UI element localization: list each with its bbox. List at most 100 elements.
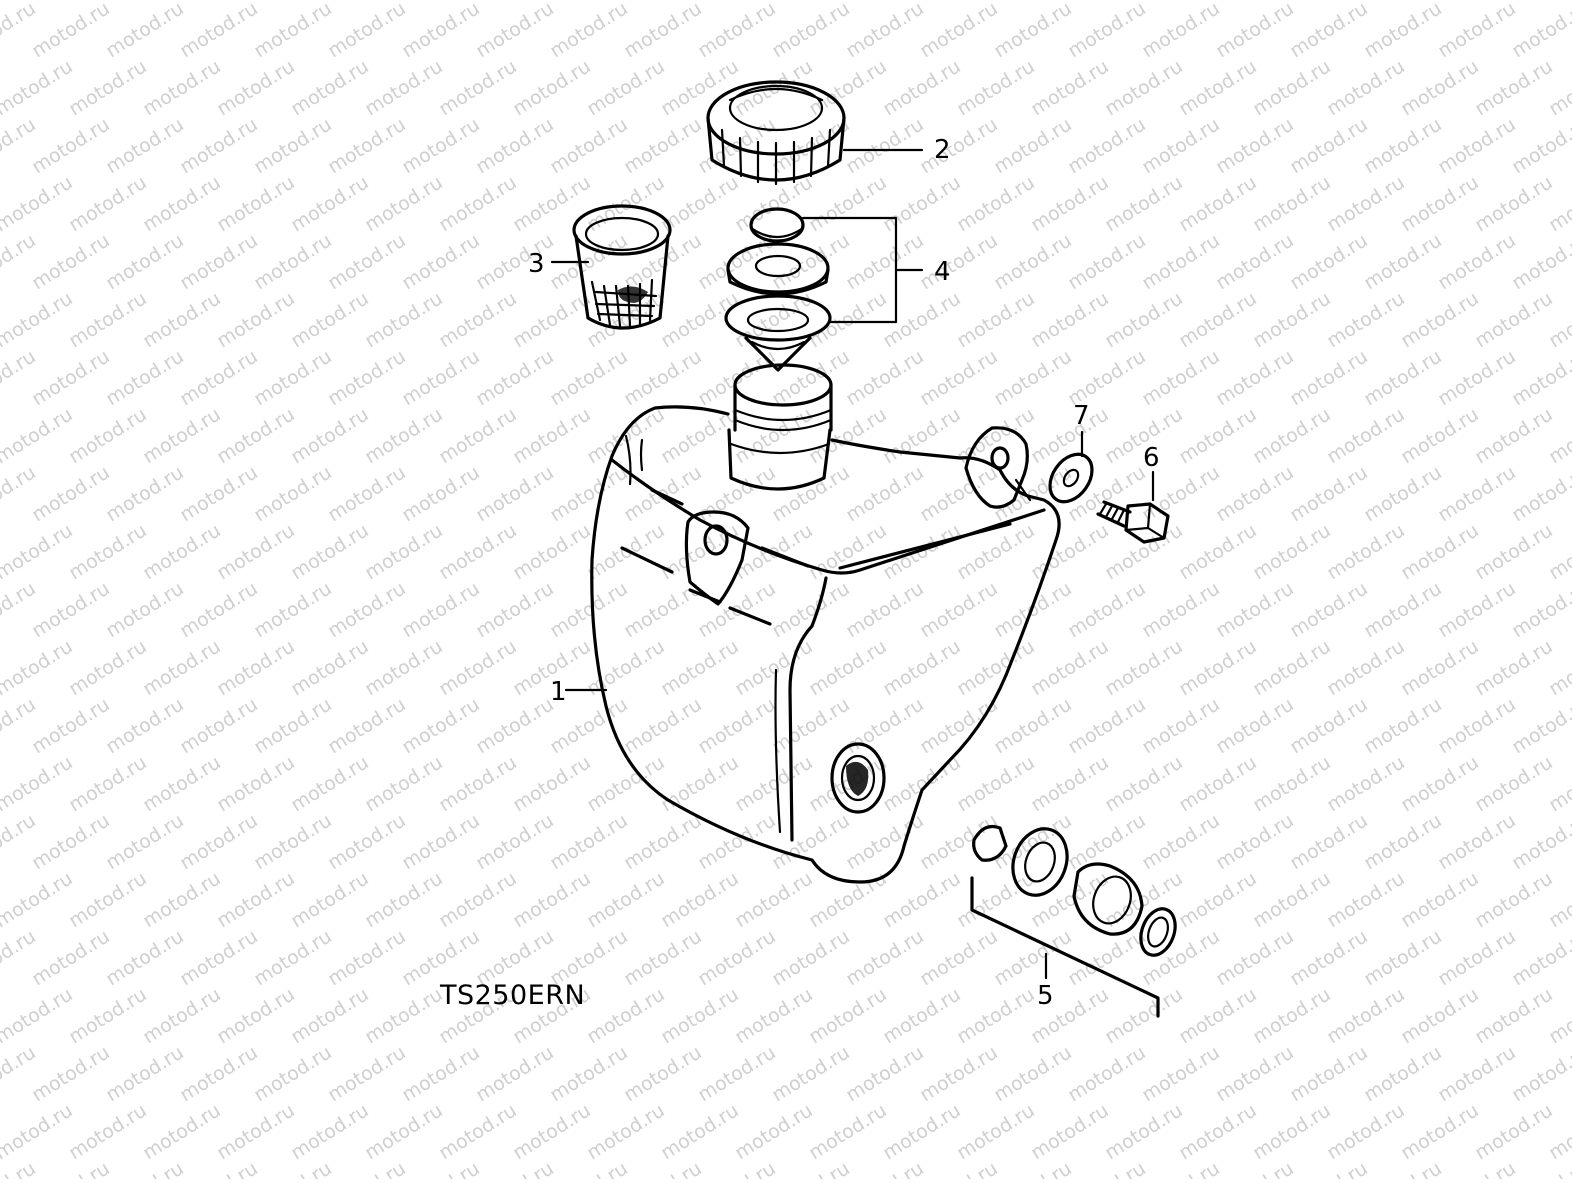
watermark-text: motod.ru	[1101, 635, 1187, 700]
watermark-text: motod.ru	[1508, 345, 1572, 410]
watermark-text: motod.ru	[990, 461, 1076, 526]
watermark-text: motod.ru	[953, 1099, 1039, 1164]
watermark-text: motod.ru	[65, 635, 151, 700]
watermark-text: motod.ru	[213, 55, 299, 120]
watermark-text: motod.ru	[176, 461, 262, 526]
watermark-text: motod.ru	[324, 693, 410, 758]
watermark-text: motod.ru	[28, 461, 114, 526]
watermark-text: motod.ru	[472, 0, 558, 62]
watermark-text: motod.ru	[0, 55, 77, 120]
callout-4: 4	[934, 257, 951, 287]
watermark-text: motod.ru	[1360, 1157, 1446, 1179]
watermark-text: motod.ru	[805, 55, 891, 120]
watermark-text: motod.ru	[324, 113, 410, 178]
watermark-text: motod.ru	[139, 1099, 225, 1164]
watermark-text: motod.ru	[139, 403, 225, 468]
watermark-text: motod.ru	[1360, 1041, 1446, 1106]
watermark-text: motod.ru	[1175, 751, 1261, 816]
watermark-text: motod.ru	[472, 809, 558, 874]
watermark-text: motod.ru	[1064, 229, 1150, 294]
watermark-text: motod.ru	[842, 0, 928, 62]
watermark-text: motod.ru	[250, 345, 336, 410]
watermark-text: motod.ru	[768, 809, 854, 874]
watermark-text: motod.ru	[176, 113, 262, 178]
watermark-text: motod.ru	[287, 635, 373, 700]
watermark-text: motod.ru	[509, 1099, 595, 1164]
watermark-text: motod.ru	[509, 751, 595, 816]
watermark-text: motod.ru	[287, 751, 373, 816]
watermark-text: motod.ru	[620, 345, 706, 410]
watermark-text: motod.ru	[1101, 983, 1187, 1048]
watermark-text: motod.ru	[139, 55, 225, 120]
watermark-text: motod.ru	[1064, 693, 1150, 758]
watermark-text: motod.ru	[805, 287, 891, 352]
watermark-text: motod.ru	[398, 113, 484, 178]
watermark-text: motod.ru	[435, 0, 521, 4]
model-code-label: TS250ERN	[439, 980, 585, 1011]
watermark-text: motod.ru	[250, 693, 336, 758]
watermark-text: motod.ru	[250, 0, 336, 62]
watermark-text: motod.ru	[509, 867, 595, 932]
watermark-text: motod.ru	[250, 1157, 336, 1179]
watermark-text: motod.ru	[1397, 287, 1483, 352]
watermark-text: motod.ru	[1064, 1157, 1150, 1179]
watermark-text: motod.ru	[1508, 693, 1572, 758]
watermark-text: motod.ru	[472, 345, 558, 410]
watermark-text: motod.ru	[990, 1041, 1076, 1106]
watermark-text: motod.ru	[324, 345, 410, 410]
watermark-text: motod.ru	[472, 693, 558, 758]
watermark-text: motod.ru	[139, 751, 225, 816]
watermark-text: motod.ru	[176, 1157, 262, 1179]
watermark-text: motod.ru	[1249, 983, 1335, 1048]
watermark-text: motod.ru	[472, 1041, 558, 1106]
watermark-text: motod.ru	[842, 1041, 928, 1106]
watermark-text: motod.ru	[990, 0, 1076, 62]
watermark-text: motod.ru	[1027, 519, 1113, 584]
watermark-text: motod.ru	[1249, 287, 1335, 352]
watermark-text: motod.ru	[768, 0, 854, 62]
watermark-text: motod.ru	[1249, 55, 1335, 120]
watermark-text: motod.ru	[102, 345, 188, 410]
watermark-text: motod.ru	[1508, 229, 1572, 294]
watermark-text: motod.ru	[657, 1099, 743, 1164]
watermark-text: motod.ru	[176, 925, 262, 990]
watermark-text: motod.ru	[1249, 519, 1335, 584]
watermark-text: motod.ru	[1360, 0, 1446, 62]
watermark-text: motod.ru	[287, 0, 373, 4]
watermark-text: motod.ru	[583, 983, 669, 1048]
watermark-text: motod.ru	[1138, 1041, 1224, 1106]
watermark-text: motod.ru	[1397, 1099, 1483, 1164]
watermark-text: motod.ru	[1286, 809, 1372, 874]
watermark-text: motod.ru	[324, 229, 410, 294]
watermark-text: motod.ru	[731, 983, 817, 1048]
watermark-text: motod.ru	[1175, 983, 1261, 1048]
watermark-text: motod.ru	[1212, 925, 1298, 990]
watermark-text: motod.ru	[28, 925, 114, 990]
watermark-text: motod.ru	[1138, 345, 1224, 410]
watermark-text: motod.ru	[28, 345, 114, 410]
watermark-text: motod.ru	[916, 809, 1002, 874]
watermark-text: motod.ru	[1138, 809, 1224, 874]
watermark-text: motod.ru	[1175, 287, 1261, 352]
watermark-text: motod.ru	[102, 693, 188, 758]
watermark-text: motod.ru	[361, 0, 447, 4]
watermark-text: motod.ru	[1545, 0, 1572, 4]
watermark-text: motod.ru	[28, 1157, 114, 1179]
watermark-text: motod.ru	[398, 577, 484, 642]
watermark-text: motod.ru	[694, 809, 780, 874]
watermark-text: motod.ru	[694, 925, 780, 990]
watermark-text: motod.ru	[1101, 171, 1187, 236]
watermark-text: motod.ru	[1027, 287, 1113, 352]
watermark-text: motod.ru	[731, 751, 817, 816]
watermark-text: motod.ru	[1138, 0, 1224, 62]
watermark-text: motod.ru	[1434, 1041, 1520, 1106]
watermark-text: motod.ru	[1101, 55, 1187, 120]
watermark-text: motod.ru	[102, 461, 188, 526]
watermark-text: motod.ru	[1101, 0, 1187, 4]
drain-fitting-part	[970, 824, 1177, 1018]
watermark-text: motod.ru	[657, 519, 743, 584]
watermark-text: motod.ru	[1249, 171, 1335, 236]
watermark-text: motod.ru	[1027, 0, 1113, 4]
watermark-text: motod.ru	[879, 983, 965, 1048]
watermark-text: motod.ru	[1175, 635, 1261, 700]
